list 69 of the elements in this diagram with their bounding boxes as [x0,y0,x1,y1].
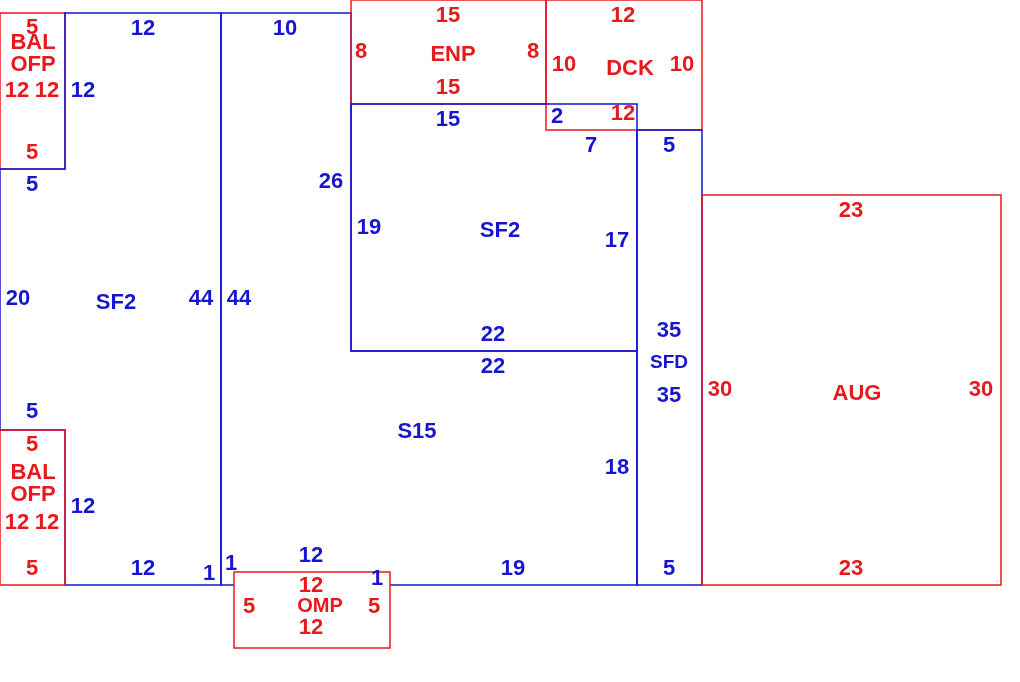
area-outline [234,572,390,648]
dimension-label: 5 [25,400,39,422]
dimension-label: 12 [70,79,96,101]
dimension-label: 35 [656,319,682,341]
dimension-label: 44 [188,287,214,309]
dimension-label: 12 [298,616,324,638]
area-label: SFD [650,351,688,373]
dimension-label: 12 [130,17,156,39]
dimension-label: 12 [34,79,60,101]
area-outline [0,13,65,169]
dimension-label: 5 [25,173,39,195]
dimension-label: 5 [662,134,676,156]
dimension-label: 5 [242,595,256,617]
dimension-label: 12 [34,511,60,533]
dimension-label: 30 [968,378,994,400]
dimension-label: 10 [551,53,577,75]
dimension-label: 35 [656,384,682,406]
dimension-label: 1 [224,552,238,574]
dimension-label: 22 [480,355,506,377]
area-label: ENP [430,43,476,65]
area-label: SF2 [479,219,521,241]
area-outline [351,104,637,351]
dimension-label: 2 [550,105,564,127]
dimension-label: 23 [838,199,864,221]
dimension-label: 23 [838,557,864,579]
dimension-label: 15 [435,4,461,26]
dimension-label: 19 [500,557,526,579]
dimension-label: 12 [298,574,324,596]
dimension-label: 8 [526,40,540,62]
dimension-label: 5 [25,433,39,455]
dimension-label: 30 [707,378,733,400]
dimension-label: 15 [435,76,461,98]
dimension-label: 1 [202,562,216,584]
dimension-label: 12 [130,557,156,579]
dimension-label: 7 [584,134,598,156]
dimension-label: 12 [70,495,96,517]
area-outline [351,0,546,104]
area-label: OMP [297,594,343,616]
dimension-label: 20 [5,287,31,309]
area-outline [546,0,702,130]
dimension-label: 12 [610,102,636,124]
dimension-label: 1 [370,567,384,589]
dimension-label: 8 [354,40,368,62]
dimension-label: 12 [4,79,30,101]
area-label: BAL OFP [9,461,57,505]
dimension-label: 22 [480,323,506,345]
dimension-label: 18 [604,456,630,478]
dimension-label: 15 [435,108,461,130]
area-label: AUG [832,382,882,404]
dimension-label: 10 [669,53,695,75]
dimension-label: 44 [226,287,252,309]
area-outline [637,130,702,585]
dimension-label: 12 [4,511,30,533]
area-label: DCK [606,57,654,79]
dimension-label: 12 [610,4,636,26]
dimension-label: 17 [604,229,630,251]
dimension-label: 19 [356,216,382,238]
dimension-label: 10 [272,17,298,39]
area-label: SF2 [95,291,137,313]
area-label: S15 [397,420,437,442]
area-outline [0,430,65,585]
dimension-label: 5 [367,595,381,617]
area-outline [0,13,221,585]
dimension-label: 12 [298,544,324,566]
dimension-label: 5 [25,141,39,163]
dimension-label: 5 [662,557,676,579]
area-outline [702,195,1001,585]
dimension-label: 26 [318,170,344,192]
dimension-label: 5 [25,557,39,579]
